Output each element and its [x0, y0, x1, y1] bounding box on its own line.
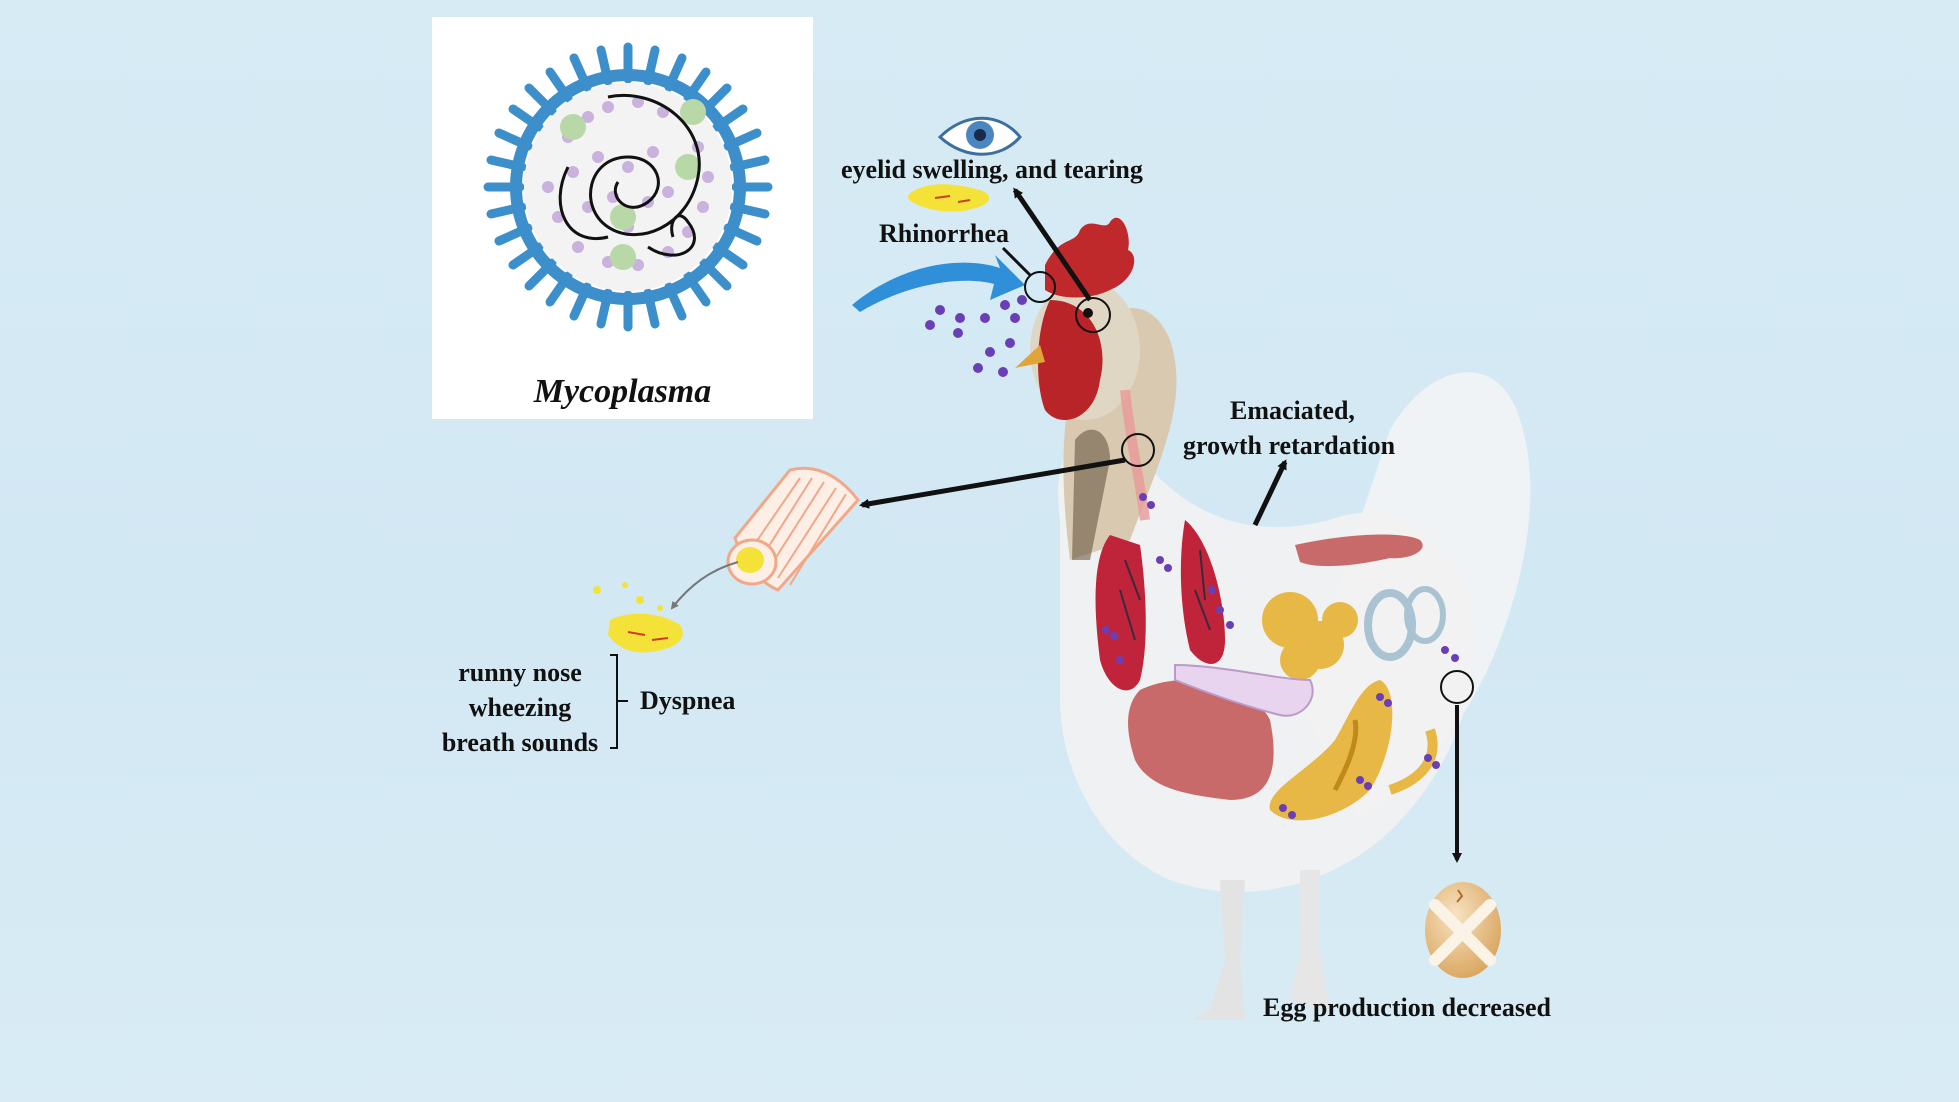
mycoplasma-particles-air	[925, 295, 1027, 377]
emaciated-label: Emaciated,	[1230, 396, 1355, 425]
mycoplasma-card: Mycoplasma	[432, 17, 813, 419]
eye-arrow	[1012, 187, 1093, 302]
oviduct	[1269, 680, 1393, 821]
dyspnea-symptom-list: runny nose wheezing breath sounds	[420, 655, 620, 760]
nose-pointer	[1001, 246, 1032, 277]
ovary-highlight-circle	[1440, 670, 1474, 704]
throat-highlight-circle	[1121, 433, 1155, 467]
mucus-drop-arrow	[670, 561, 739, 610]
mycoplasma-cell-icon	[483, 42, 773, 332]
inhalation-arrow	[852, 255, 1025, 312]
mycoplasma-title: Mycoplasma	[533, 373, 712, 410]
symptom-breath-sounds: breath sounds	[441, 728, 599, 757]
spleen	[1174, 663, 1314, 717]
dyspnea-label: Dyspnea	[640, 686, 736, 715]
nose-highlight-circle	[1024, 271, 1056, 303]
dyspnea-bracket	[610, 654, 628, 749]
eye-highlight-circle	[1075, 297, 1111, 333]
kidney	[1295, 534, 1423, 567]
lungs	[1095, 520, 1225, 691]
trachea-arrow	[859, 457, 1126, 509]
eye-icon	[937, 116, 1022, 156]
intestine	[1262, 592, 1358, 680]
mycoplasma-particles-body	[1102, 493, 1459, 819]
emaciated-arrow	[1252, 459, 1288, 527]
egg-production-label: Egg production decreased	[1263, 993, 1551, 1022]
symptom-wheezing: wheezing	[468, 693, 572, 722]
growth-retardation-label: growth retardation	[1183, 431, 1396, 460]
rhinorrhea-label: Rhinorrhea	[879, 219, 1009, 248]
trachea-icon	[726, 466, 860, 592]
expelled-mucus-icon	[608, 613, 683, 653]
egg-crossed-icon	[1425, 882, 1501, 978]
eyelid-swelling-label: eyelid swelling, and tearing	[841, 155, 1143, 184]
symptom-runny-nose: runny nose	[458, 658, 582, 687]
liver	[1128, 680, 1274, 800]
ovary	[1364, 589, 1416, 661]
mucus-icon	[908, 184, 990, 212]
